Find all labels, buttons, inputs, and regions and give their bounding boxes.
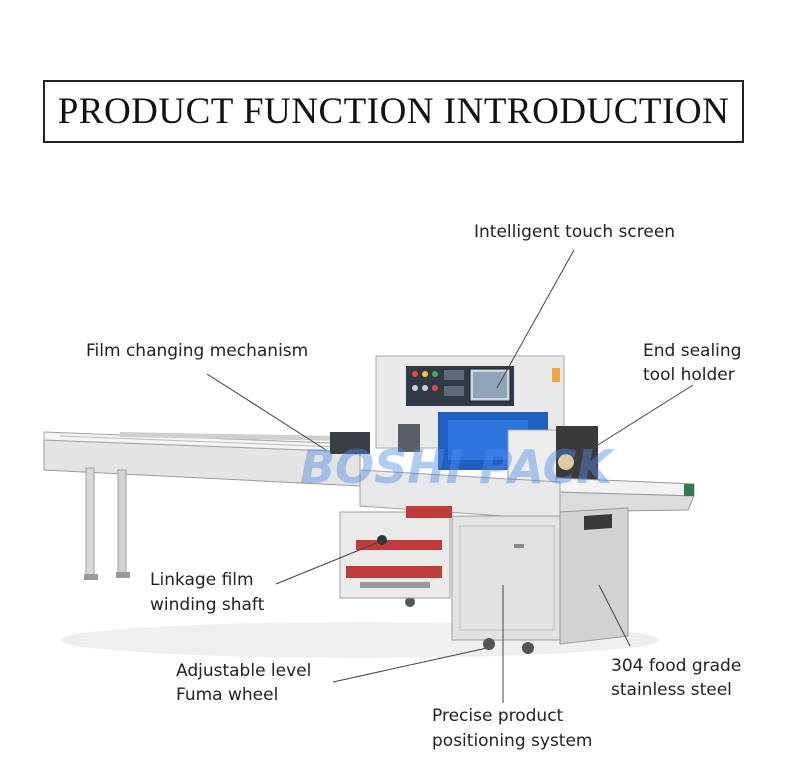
label-steel-line1: 304 food grade bbox=[611, 656, 742, 676]
film-changing-box bbox=[330, 432, 370, 454]
label-positioning-line1: Precise product bbox=[432, 706, 564, 726]
red-roller bbox=[356, 540, 442, 550]
leader-adjustable bbox=[332, 647, 488, 683]
leader-linkage bbox=[275, 539, 385, 585]
label-positioning-line2: positioning system bbox=[432, 731, 593, 751]
touch-screen bbox=[473, 372, 507, 398]
winding-shaft-knob bbox=[377, 535, 387, 545]
leader-end-sealing bbox=[573, 384, 694, 461]
leader-touch-screen bbox=[496, 249, 575, 389]
label-adjustable-line1: Adjustable level bbox=[176, 661, 312, 681]
infeed-conveyor bbox=[43, 431, 361, 580]
label-linkage-line2: winding shaft bbox=[150, 595, 265, 615]
leader-film-changing bbox=[206, 373, 327, 451]
title-box: PRODUCT FUNCTION INTRODUCTION bbox=[43, 80, 744, 143]
page-title: PRODUCT FUNCTION INTRODUCTION bbox=[57, 91, 730, 132]
leader-lines bbox=[206, 249, 694, 703]
label-adjustable-line2: Fuma wheel bbox=[176, 685, 279, 705]
outfeed-conveyor bbox=[555, 477, 695, 513]
label-end-sealing-line2: tool holder bbox=[643, 365, 735, 385]
main-cabinet bbox=[359, 469, 629, 654]
label-end-sealing-line1: End sealing bbox=[643, 341, 742, 361]
film-roll-assembly bbox=[339, 506, 452, 599]
leader-steel bbox=[598, 584, 631, 647]
label-steel-line2: stainless steel bbox=[611, 680, 732, 700]
label-film-changing: Film changing mechanism bbox=[86, 341, 309, 361]
label-touch-screen: Intelligent touch screen bbox=[474, 222, 676, 242]
label-linkage-line1: Linkage film bbox=[150, 570, 254, 590]
cabinet-door bbox=[451, 515, 561, 641]
watermark: BOSHI PACK bbox=[300, 440, 613, 494]
